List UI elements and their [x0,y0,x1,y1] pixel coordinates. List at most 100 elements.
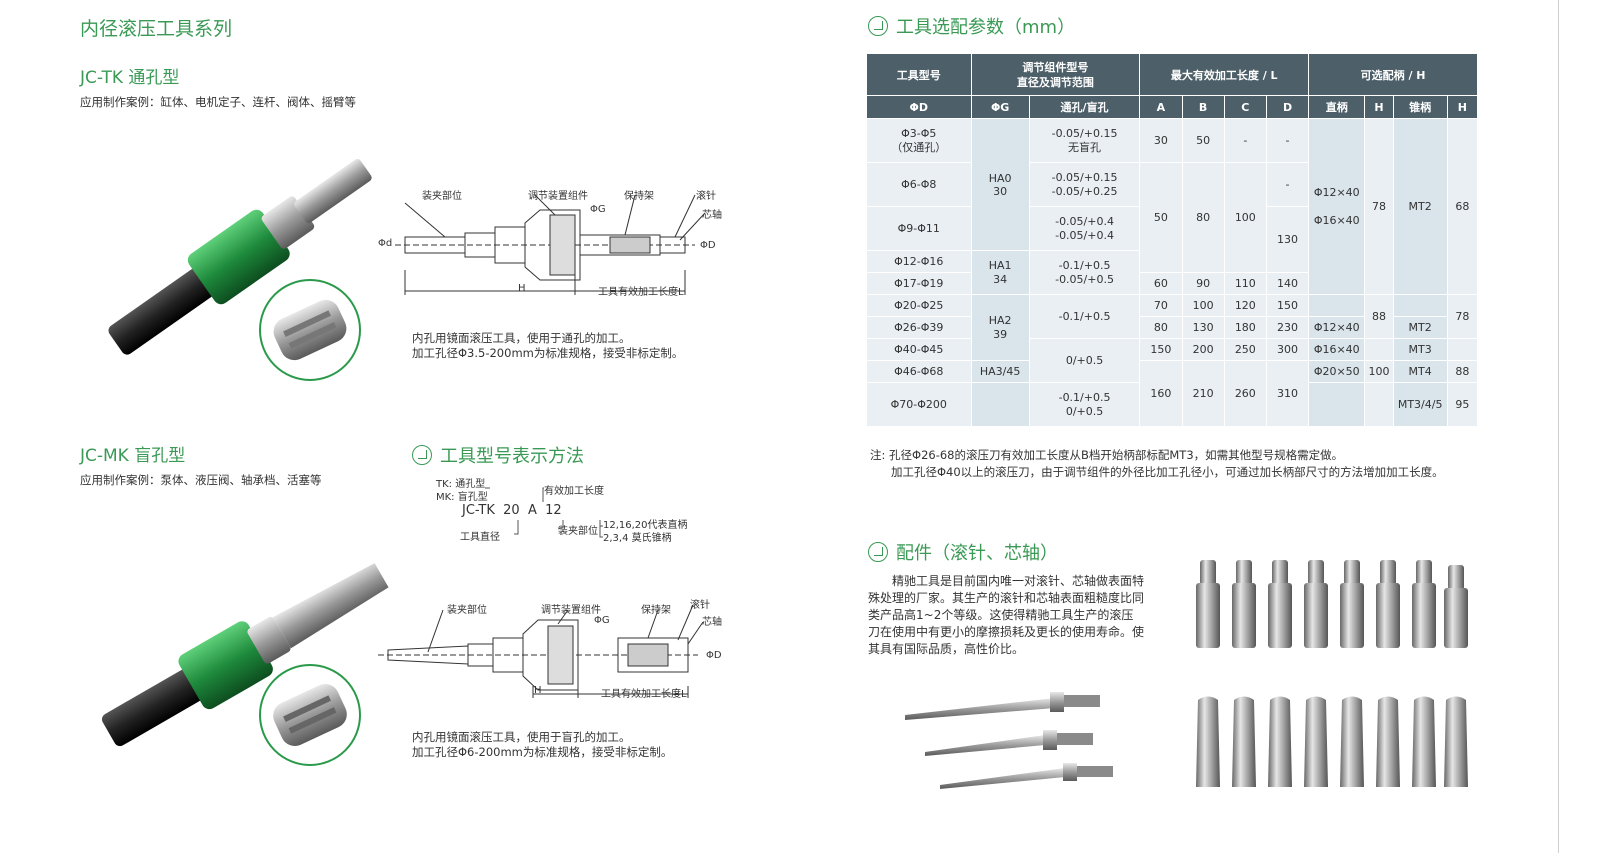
roller-pins-image [1196,560,1468,787]
cell-a: 50 [1139,162,1183,273]
note-2: 加工孔径Φ40以上的滚压刀，由于调节组件的外径比加工孔径小，可通过加长柄部尺寸的… [891,465,1444,479]
cell-phig: HA3/45 [970,360,1030,383]
cell-th: 95 [1446,382,1479,427]
head-shank: 可选配柄 / H [1308,53,1478,96]
head-b: B [1181,95,1225,119]
cell-sh-empty [1364,382,1394,427]
mk-label-clamp: 装夹部位 [447,605,487,616]
cell-range: -0.05/+0.15 -0.05/+0.25 [1028,162,1141,207]
cell-c: 100 [1223,162,1267,273]
model-code-section-title: 工具型号表示方法 [412,442,584,468]
cell-c: 110 [1223,272,1267,295]
cell-phid: Φ26-Φ39 [866,316,972,339]
head-c: C [1223,95,1267,119]
tk-desc-1: 内孔用镜面滚压工具，使用于通孔的加工。 [412,331,631,345]
cell-a: 60 [1139,272,1183,295]
cell-phig: HA2 39 [970,294,1030,361]
cell-d: 150 [1265,294,1310,317]
code-straight: 12,16,20代表直柄 [603,520,688,531]
cell-th: 88 [1446,360,1479,383]
cell-sh: 88 [1364,294,1394,339]
tk-label-phid-small: Φd [378,238,393,249]
cell-sh: 78 [1364,118,1394,295]
mk-desc-2: 加工孔径Φ6-200mm为标准规格，接受非标定制。 [412,745,673,759]
cell-straight: Φ12×40 Φ16×40 [1308,118,1366,295]
cell-range: -0.1/+0.5 -0.05/+0.5 [1028,250,1141,295]
cell-a: 150 [1139,338,1183,361]
tk-label-clamp: 装夹部位 [422,191,462,202]
cell-phid: Φ17-Φ19 [866,272,972,295]
cell-range: -0.05/+0.4 -0.05/+0.4 [1028,206,1141,251]
cell-sh-empty [1364,338,1394,361]
cell-phid: Φ12-Φ16 [866,250,972,273]
cell-d: - [1265,118,1310,163]
tk-dimension-drawing [395,194,706,295]
code-length: 有效加工长度 [544,486,604,497]
mk-label-adjust: 调节装置组件 [541,605,601,616]
code-leader-lines [485,487,603,538]
cell-straight: Φ20×50 [1308,360,1366,383]
head-a: A [1139,95,1183,119]
arrow-circle-icon [412,445,432,465]
cell-d: 310 [1265,360,1310,427]
tk-label-h: H [518,283,526,294]
cell-range: -0.1/+0.5 [1028,294,1141,339]
cell-phid: Φ3-Φ5 （仅通孔） [866,118,972,163]
tk-label-phid: ΦD [700,240,716,251]
cell-taper-empty [1392,294,1448,317]
tk-desc-2: 加工孔径Φ3.5-200mm为标准规格，接受非标定制。 [412,346,684,360]
cell-th-empty [1446,338,1479,361]
mk-label-cage: 保持架 [641,605,671,616]
cell-c: 120 [1223,294,1267,317]
cell-phig-empty [970,382,1030,427]
cell-b: 200 [1181,338,1225,361]
cell-c: - [1223,118,1267,163]
series-title: 内径滚压工具系列 [80,18,233,40]
mk-label-h: H [534,685,542,696]
cell-a: 80 [1139,316,1183,339]
cell-taper: MT4 [1392,360,1448,383]
params-section-title: 工具选配参数（mm） [868,13,1075,39]
cell-th: 78 [1446,294,1479,339]
cell-d: 140 [1265,272,1310,295]
cell-b: 50 [1181,118,1225,163]
head-adjust: 调节组件型号 直径及调节范围 [970,53,1141,96]
mk-label-length: 工具有效加工长度L [601,689,687,700]
cell-phid: Φ46-Φ68 [866,360,972,383]
cell-c: 250 [1223,338,1267,361]
cell-a: 160 [1139,360,1183,427]
head-hole: 通孔/盲孔 [1028,95,1141,119]
page-edge [1558,0,1559,853]
cell-straight: Φ16×40 [1308,338,1366,361]
cell-range: -0.1/+0.5 0/+0.5 [1028,382,1141,427]
cell-a: 30 [1139,118,1183,163]
arrow-circle-icon [868,542,888,562]
note-1: 注: 孔径Φ26-68的滚压刀有效加工长度从B档开始柄部标配MT3，如需其他型号… [870,448,1344,462]
cell-phig: HA0 30 [970,118,1030,251]
code-diameter: 工具直径 [460,532,500,543]
head-phig: ΦG [970,95,1030,119]
cell-d: 130 [1265,206,1310,273]
mk-label-phig: ΦG [594,615,610,626]
cell-phid: Φ20-Φ25 [866,294,972,317]
head-model: 工具型号 [866,53,972,96]
cell-phid: Φ70-Φ200 [866,382,972,427]
mk-tool-image [101,563,389,766]
cell-range: -0.05/+0.15 无盲孔 [1028,118,1141,163]
code-mk: MK: 盲孔型 [436,492,488,503]
cell-phid: Φ6-Φ8 [866,162,972,207]
spec-table: 工具型号 调节组件型号 直径及调节范围 最大有效加工长度 / L 可选配柄 / … [866,53,1479,427]
cell-c: 260 [1223,360,1267,427]
mk-label-roller: 滚针 [690,600,710,611]
mk-label-mandrel: 芯轴 [702,617,722,628]
head-sh: H [1364,95,1394,119]
cell-taper: MT2 [1392,118,1448,295]
code-taper: 2,3,4 莫氏锥柄 [603,533,672,544]
mk-dimension-drawing [378,604,704,698]
code-clamp: 装夹部位 [558,526,598,537]
cell-c: 180 [1223,316,1267,339]
head-th: H [1446,95,1479,119]
cell-straight: Φ12×40 [1308,316,1366,339]
cell-b: 90 [1181,272,1225,295]
cell-b: 130 [1181,316,1225,339]
